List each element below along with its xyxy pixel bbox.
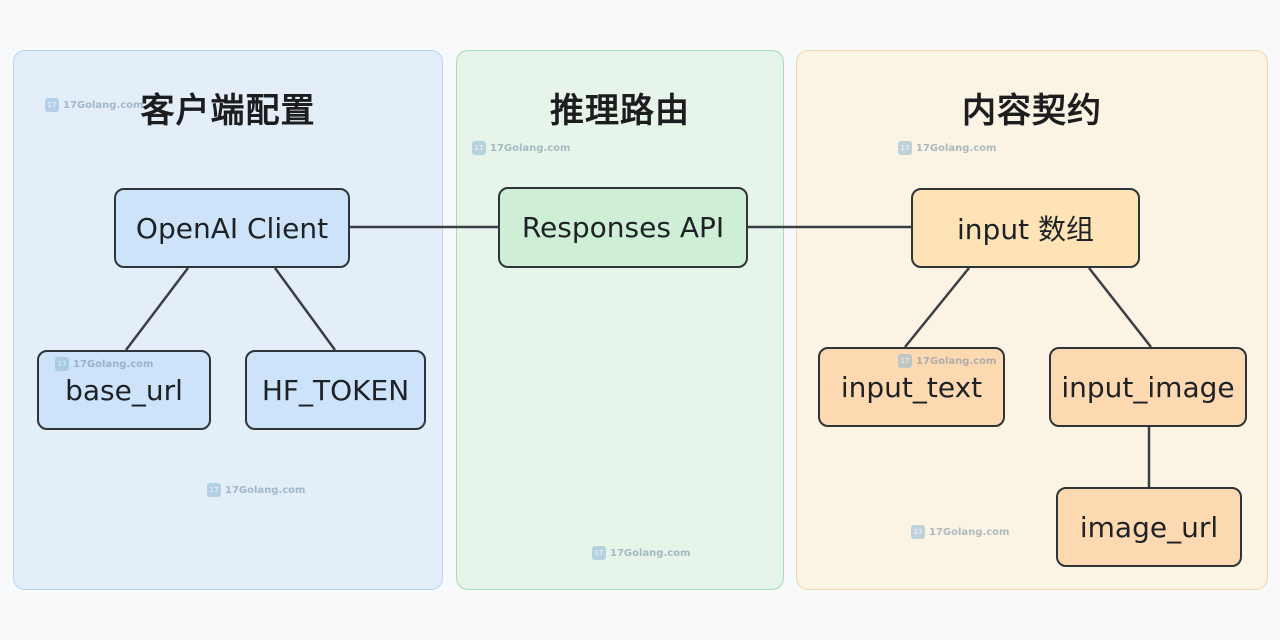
watermark: 17 17Golang.com <box>55 357 153 371</box>
watermark-logo-icon: 17 <box>898 141 912 155</box>
input-array-node: input 数组 <box>911 188 1140 268</box>
input-image-node: input_image <box>1049 347 1247 427</box>
watermark-logo-icon: 17 <box>592 546 606 560</box>
watermark-logo-icon: 17 <box>911 525 925 539</box>
watermark: 17 17Golang.com <box>898 354 996 368</box>
content-contract-title: 内容契约 <box>962 91 1102 131</box>
watermark: 17 17Golang.com <box>472 141 570 155</box>
watermark: 17 17Golang.com <box>207 483 305 497</box>
input-text-node: input_text <box>818 347 1005 427</box>
inference-routing-title: 推理路由 <box>550 91 690 131</box>
responses-api-node: Responses API <box>498 187 748 268</box>
hf-token-node: HF_TOKEN <box>245 350 426 430</box>
watermark: 17 17Golang.com <box>45 98 143 112</box>
watermark: 17 17Golang.com <box>592 546 690 560</box>
watermark: 17 17Golang.com <box>898 141 996 155</box>
client-config-title: 客户端配置 <box>140 91 316 131</box>
watermark-logo-icon: 17 <box>207 483 221 497</box>
image-url-node: image_url <box>1056 487 1242 567</box>
watermark: 17 17Golang.com <box>911 525 1009 539</box>
watermark-logo-icon: 17 <box>45 98 59 112</box>
watermark-logo-icon: 17 <box>472 141 486 155</box>
watermark-logo-icon: 17 <box>898 354 912 368</box>
client-config-panel: 客户端配置 <box>13 50 443 590</box>
inference-routing-panel: 推理路由 <box>456 50 784 590</box>
watermark-logo-icon: 17 <box>55 357 69 371</box>
openai-client-node: OpenAI Client <box>114 188 350 268</box>
